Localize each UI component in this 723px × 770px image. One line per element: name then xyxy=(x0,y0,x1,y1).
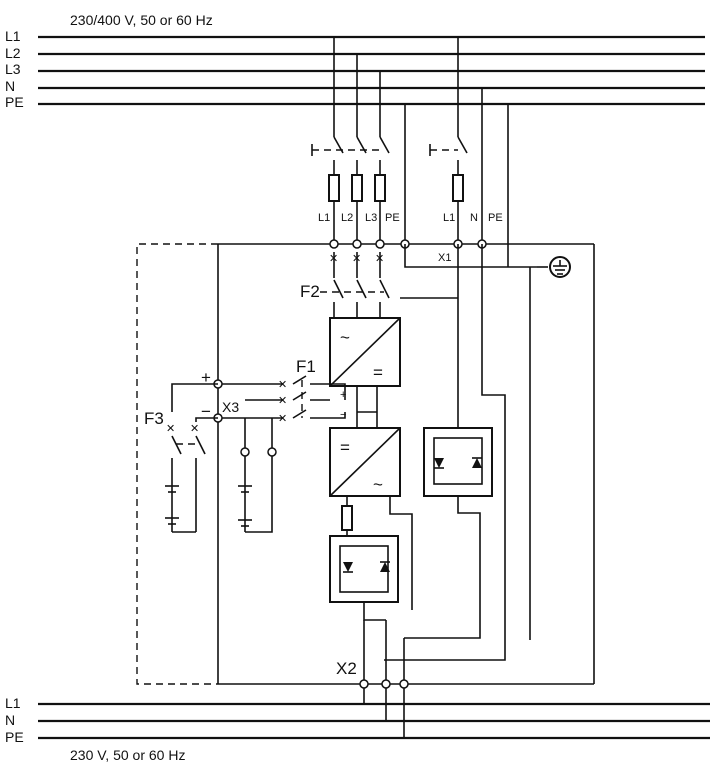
fuse-l1 xyxy=(328,174,340,202)
polarity-minus: − xyxy=(201,402,211,421)
terminal-x1: X1 xyxy=(329,239,487,264)
dc-minus-small: − xyxy=(340,409,346,421)
earth-ground-icon xyxy=(549,256,571,278)
bus-label-n: N xyxy=(5,78,15,94)
svg-text:✕: ✕ xyxy=(352,253,361,265)
svg-text:✕: ✕ xyxy=(375,253,384,265)
top-supply-bus: 230/400 V, 50 or 60 Hz L1 L2 L3 N PE xyxy=(5,12,705,110)
fuse-label-l3: L3 xyxy=(365,212,377,224)
fuse-l2 xyxy=(351,174,363,202)
fuse-label-pe: PE xyxy=(385,212,400,224)
fuse-label-pe-bypass: PE xyxy=(488,212,503,224)
battery-cabinet-outline xyxy=(136,243,218,685)
dc-link: + − F1 X3 ✕ ✕ ✕ + − xyxy=(171,357,378,533)
top-supply-label: 230/400 V, 50 or 60 Hz xyxy=(70,12,213,28)
designator-f3: F3 xyxy=(144,409,164,428)
bottom-supply-label: 230 V, 50 or 60 Hz xyxy=(70,747,185,763)
bypass-input: L1 N PE xyxy=(429,37,509,244)
svg-text:✕: ✕ xyxy=(278,379,287,391)
bus-label-pe: PE xyxy=(5,94,24,110)
rectifier-ac-symbol: ~ xyxy=(340,328,350,347)
static-bypass-switch-icon xyxy=(404,244,493,639)
switch-f2: F2 ✕ ✕ ✕ xyxy=(300,252,390,318)
svg-text:✕: ✕ xyxy=(278,413,287,425)
inverter-ac-symbol: ~ xyxy=(373,475,383,494)
bus-label-l1: L1 xyxy=(5,28,21,44)
svg-text:✕: ✕ xyxy=(329,253,338,265)
designator-f2: F2 xyxy=(300,282,320,301)
fuse-label-l1: L1 xyxy=(318,212,330,224)
earth-connection xyxy=(404,244,571,278)
return-paths xyxy=(363,244,531,684)
bus-label-l2: L2 xyxy=(5,45,21,61)
fuse-label-l1-bypass: L1 xyxy=(443,212,455,224)
out-label-l1: L1 xyxy=(5,695,21,711)
three-phase-input: L1 L2 L3 PE xyxy=(311,37,406,244)
fuse-l3 xyxy=(374,174,386,202)
designator-x1: X1 xyxy=(438,252,451,264)
bottom-output-bus: L1 N PE 230 V, 50 or 60 Hz xyxy=(5,695,710,763)
svg-text:✕: ✕ xyxy=(166,423,175,435)
out-label-n: N xyxy=(5,712,15,728)
svg-text:✕: ✕ xyxy=(190,423,199,435)
svg-text:✕: ✕ xyxy=(278,395,287,407)
designator-f1: F1 xyxy=(296,357,316,376)
static-switch-inverter xyxy=(329,535,399,621)
dc-plus-small: + xyxy=(340,389,346,401)
designator-x2: X2 xyxy=(336,659,357,678)
fuse-label-l2: L2 xyxy=(341,212,353,224)
fuse-label-n: N xyxy=(470,212,478,224)
bus-label-l3: L3 xyxy=(5,61,21,77)
battery-string-f3: F3 ✕ ✕ xyxy=(144,409,206,533)
out-label-pe: PE xyxy=(5,729,24,745)
fuse-bypass-l1 xyxy=(452,174,464,202)
rectifier-dc-symbol: = xyxy=(373,363,383,382)
inverter-dc-symbol: = xyxy=(340,438,350,457)
inverter-block-icon: = ~ xyxy=(329,427,413,610)
terminal-x2: X2 xyxy=(336,659,409,738)
designator-x3: X3 xyxy=(222,399,239,415)
polarity-plus: + xyxy=(201,368,211,387)
rectifier-block-icon: ~ = xyxy=(329,317,401,387)
